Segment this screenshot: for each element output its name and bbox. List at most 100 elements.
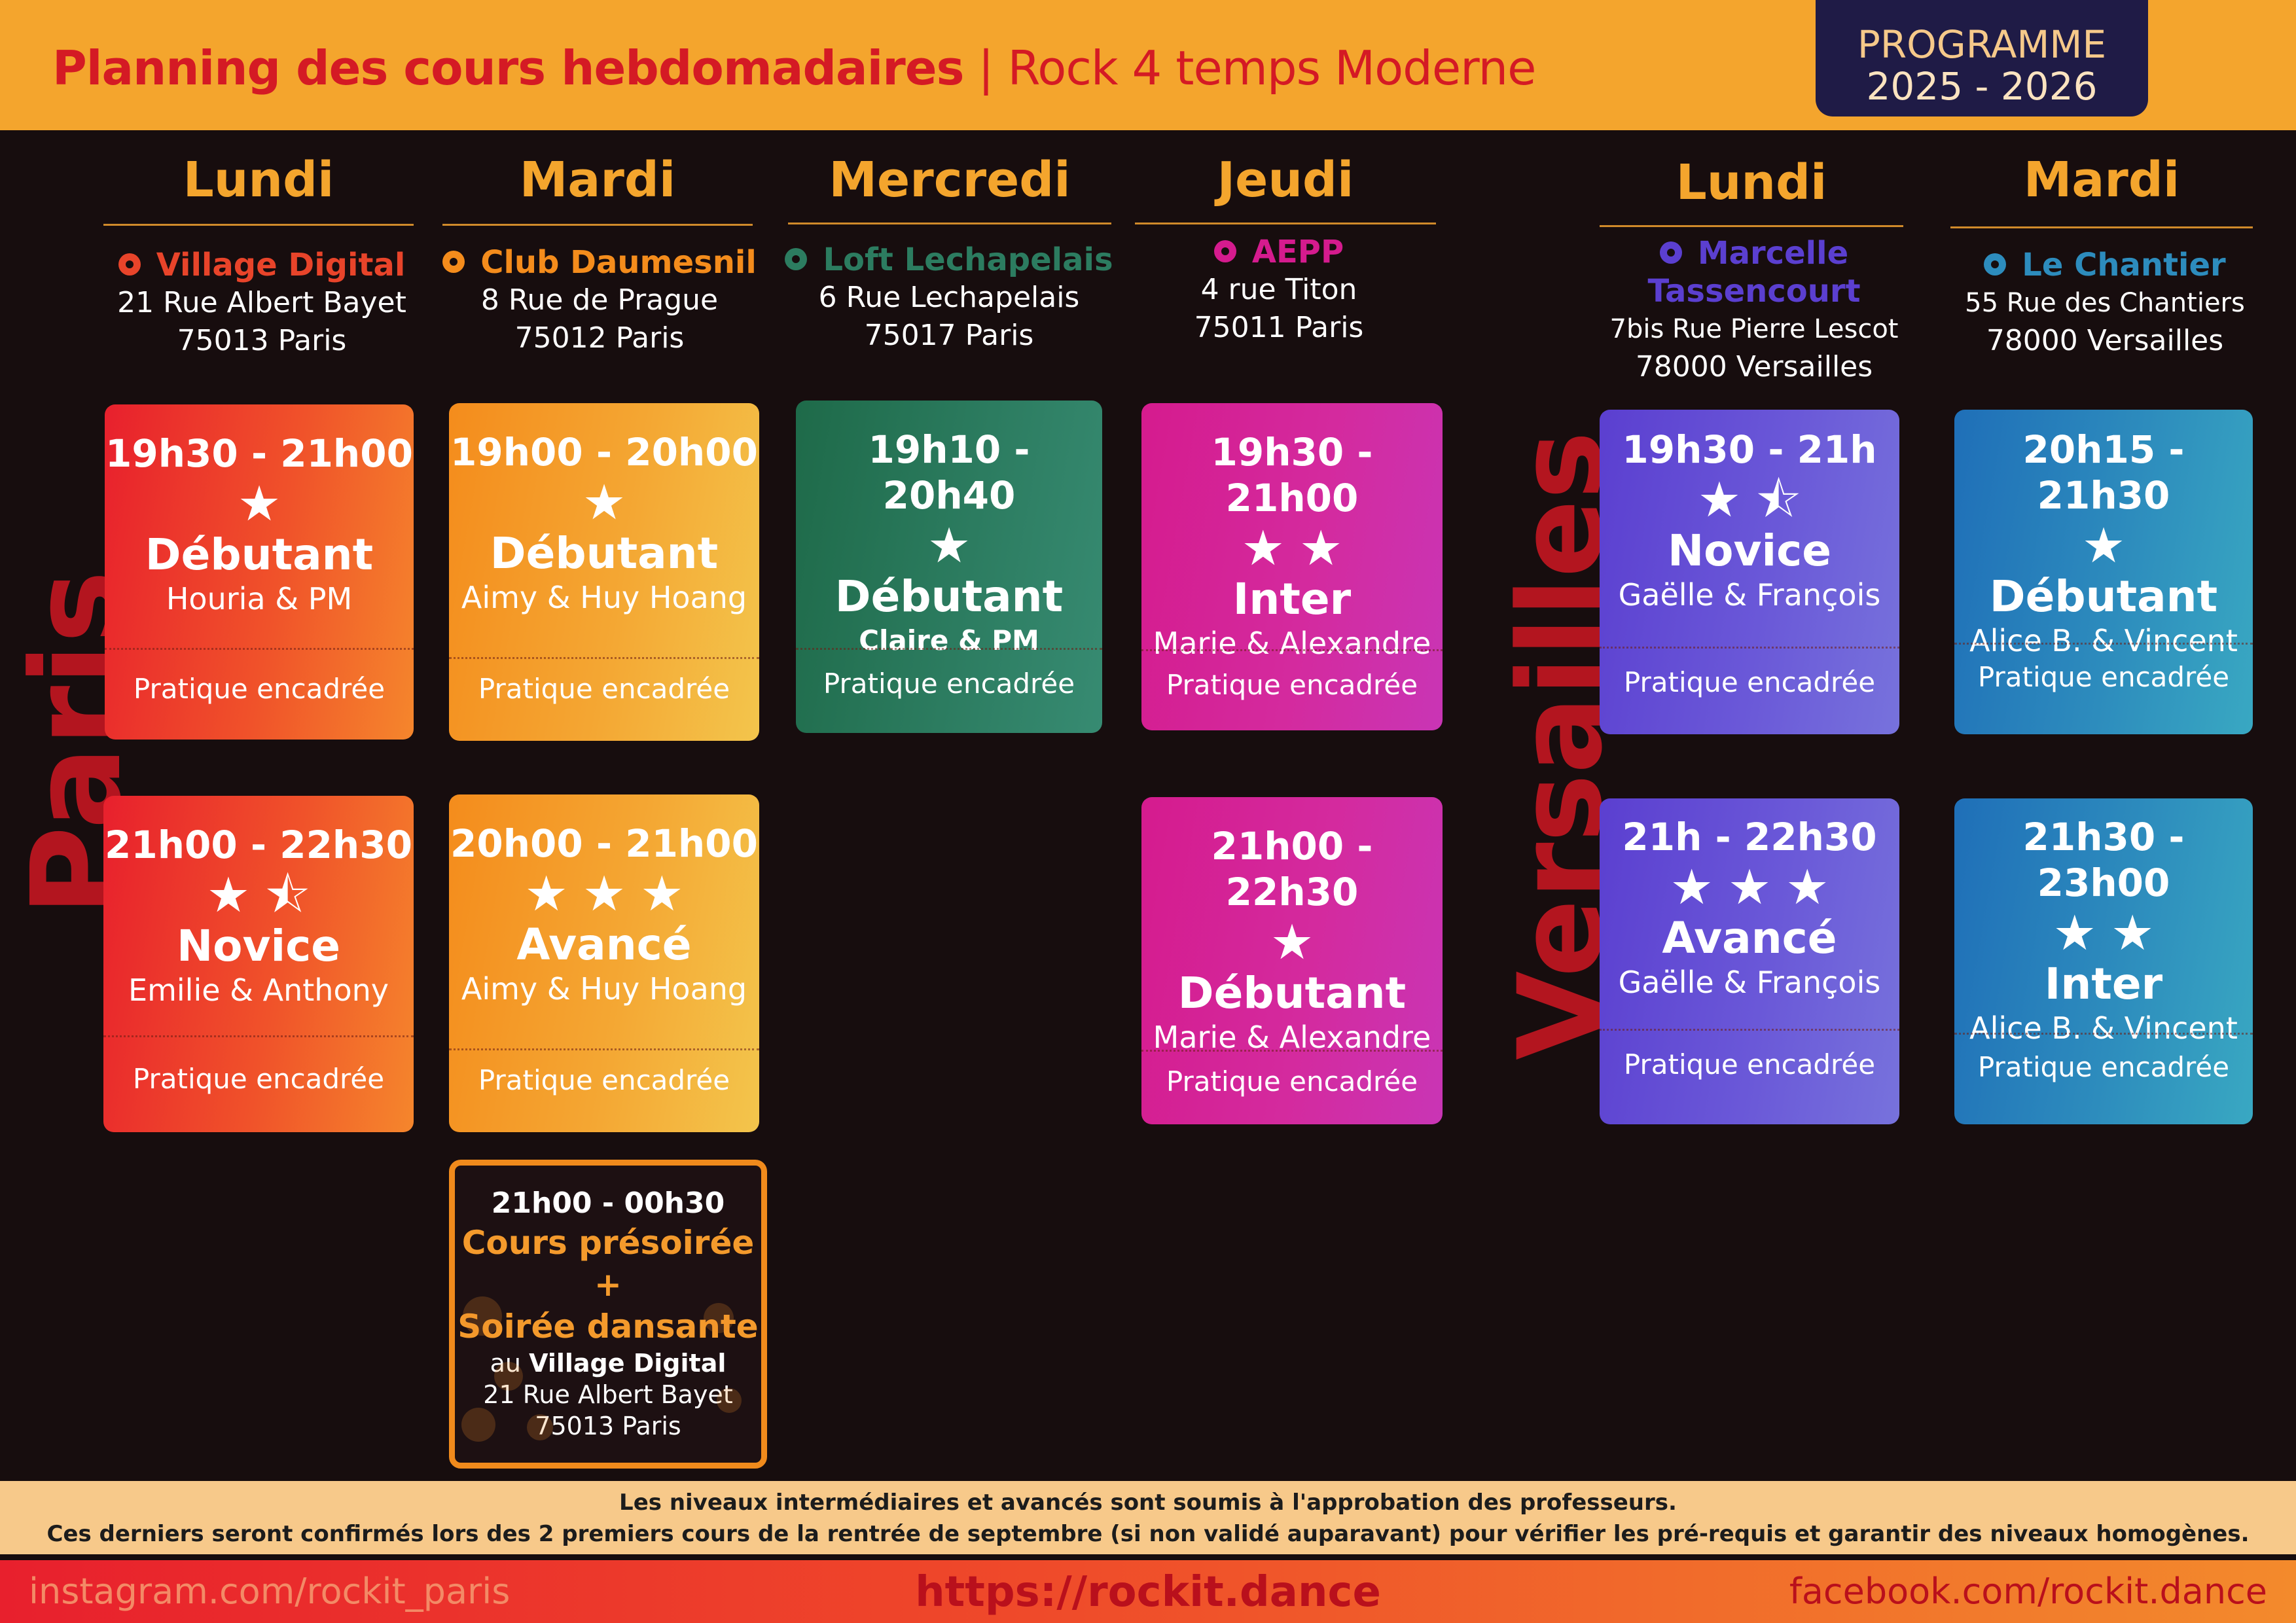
course-card: 20h15 - 21h30 ★ Débutant Alice B. & Vinc…	[1954, 410, 2253, 734]
course-time: 21h00 - 22h30	[105, 823, 412, 867]
venue-aepp: AEPP 4 rue Titon 75011 Paris	[1122, 233, 1436, 347]
venue-postcode: 75012 Paris	[514, 321, 685, 355]
course-practice: Pratique encadrée	[133, 673, 386, 705]
venue-address: 8 Rue de Prague	[480, 283, 719, 317]
half-star-icon: ★⯪	[206, 867, 325, 923]
course-teachers: Aimy & Huy Hoang	[461, 580, 747, 615]
course-practice: Pratique encadrée	[1977, 661, 2230, 693]
star-icon: ★	[582, 474, 641, 531]
day-underline	[1950, 226, 2253, 228]
course-level: Débutant	[145, 529, 374, 580]
course-practice: Pratique encadrée	[1166, 669, 1418, 701]
card-divider	[1141, 649, 1443, 651]
soiree-venue-name: Village Digital	[529, 1349, 726, 1378]
course-time: 19h30 - 21h	[1622, 427, 1877, 472]
star-icon: ★	[1270, 914, 1329, 971]
course-practice: Pratique encadrée	[132, 1063, 385, 1095]
title-subtitle: Rock 4 temps Moderne	[1007, 41, 1537, 96]
programme-label: PROGRAMME	[1857, 22, 2107, 67]
soiree-time: 21h00 - 00h30	[491, 1186, 725, 1220]
card-divider	[449, 1048, 759, 1050]
course-teachers: Houria & PM	[166, 581, 353, 616]
course-time: 20h15 - 21h30	[2022, 427, 2185, 518]
note-line-1: Les niveaux intermédiaires et avancés so…	[619, 1489, 1677, 1516]
course-teachers: Claire & PM	[859, 624, 1039, 656]
bokeh-decoration	[717, 1388, 742, 1413]
course-level: Novice	[1667, 526, 1832, 576]
card-divider	[105, 648, 414, 650]
course-teachers: Gaëlle & François	[1618, 965, 1881, 1000]
day-underline	[103, 224, 414, 226]
day-mardi-versailles: Mardi	[2023, 152, 2180, 208]
venue-name: AEPP	[1251, 234, 1344, 270]
programme-years: 2025 - 2026	[1866, 64, 2098, 109]
programme-badge: PROGRAMME 2025 - 2026	[1816, 0, 2148, 116]
bokeh-decoration	[461, 1408, 495, 1442]
map-pin-icon	[442, 251, 465, 273]
soiree-card: 21h00 - 00h30 Cours présoirée + Soirée d…	[449, 1160, 767, 1469]
day-lundi-paris: Lundi	[183, 152, 334, 208]
note-line-2: Ces derniers seront confirmés lors des 2…	[46, 1521, 2250, 1547]
course-level: Novice	[176, 921, 341, 971]
course-time: 21h00 - 22h30	[1211, 824, 1373, 914]
course-level: Débutant	[834, 571, 1064, 622]
venue-postcode: 78000 Versailles	[1986, 324, 2224, 357]
course-card: 19h30 - 21h00 ★★ Inter Marie & Alexandre…	[1141, 403, 1443, 730]
venue-address: 21 Rue Albert Bayet	[117, 286, 406, 319]
course-practice: Pratique encadrée	[478, 673, 730, 705]
card-divider	[103, 1035, 414, 1037]
bokeh-decoration	[463, 1296, 502, 1336]
star-icon: ★★	[2053, 905, 2169, 961]
course-card: 19h10 - 20h40 ★ Débutant Claire & PM Pra…	[796, 401, 1102, 733]
bokeh-decoration	[704, 1303, 734, 1333]
venue-name: Le Chantier	[2022, 247, 2226, 283]
course-teachers: Emilie & Anthony	[128, 972, 389, 1008]
day-mardi-paris: Mardi	[519, 152, 676, 208]
title-separator: |	[963, 41, 1008, 96]
instagram-link[interactable]: instagram.com/rockit_paris	[29, 1571, 511, 1612]
course-card: 21h - 22h30 ★★★ Avancé Gaëlle & François…	[1600, 798, 1899, 1124]
facebook-link[interactable]: facebook.com/rockit.dance	[1789, 1571, 2267, 1612]
course-teachers: Alice B. & Vincent	[1969, 1010, 2238, 1046]
venue-club-daumesnil: Club Daumesnil 8 Rue de Prague 75012 Par…	[436, 243, 763, 357]
map-pin-icon	[1984, 253, 2007, 276]
course-teachers: Marie & Alexandre	[1153, 1020, 1431, 1055]
star-icon: ★★	[1241, 520, 1357, 577]
header-bar: Planning des cours hebdomadaires | Rock …	[0, 0, 2296, 130]
course-time: 19h30 - 21h00	[105, 431, 413, 476]
course-practice: Pratique encadrée	[478, 1064, 730, 1096]
star-icon: ★	[927, 518, 986, 574]
star-icon: ★	[237, 476, 296, 532]
card-divider	[1954, 1033, 2253, 1035]
course-card: 21h00 - 22h30 ★ Débutant Marie & Alexand…	[1141, 797, 1443, 1124]
soiree-plus: +	[594, 1266, 622, 1304]
soiree-cours: Cours présoirée	[461, 1224, 755, 1262]
map-pin-icon	[785, 248, 808, 270]
soiree-au: au	[490, 1349, 529, 1378]
venue-village-digital: Village Digital 21 Rue Albert Bayet 7501…	[98, 246, 425, 360]
course-level: Débutant	[490, 528, 719, 579]
day-jeudi-paris: Jeudi	[1217, 152, 1354, 208]
map-pin-icon	[118, 253, 141, 276]
venue-name: Village Digital	[156, 247, 406, 283]
course-time: 20h00 - 21h00	[450, 821, 758, 866]
day-underline	[1135, 223, 1436, 224]
card-divider	[1141, 1050, 1443, 1052]
bokeh-decoration	[527, 1414, 553, 1440]
footer-bar: instagram.com/rockit_paris https://rocki…	[0, 1560, 2296, 1623]
course-time: 19h00 - 20h00	[450, 430, 758, 474]
approval-note: Les niveaux intermédiaires et avancés so…	[0, 1481, 2296, 1554]
course-teachers: Gaëlle & François	[1618, 577, 1881, 613]
website-link[interactable]: https://rockit.dance	[915, 1568, 1381, 1616]
venue-postcode: 75011 Paris	[1194, 311, 1364, 344]
course-card: 21h30 - 23h00 ★★ Inter Alice B. & Vincen…	[1954, 798, 2253, 1124]
soiree-address: 21 Rue Albert Bayet	[483, 1380, 733, 1409]
venue-name: Marcelle	[1697, 235, 1849, 272]
half-star-icon: ★⯪	[1697, 472, 1816, 528]
venue-postcode: 78000 Versailles	[1635, 350, 1873, 383]
venue-loft-lechapelais: Loft Lechapelais 6 Rue Lechapelais 75017…	[779, 241, 1119, 355]
venue-address: 7bis Rue Pierre Lescot	[1609, 314, 1899, 344]
card-divider	[1954, 643, 2253, 645]
course-teachers: Marie & Alexandre	[1153, 626, 1431, 661]
course-practice: Pratique encadrée	[823, 668, 1075, 700]
